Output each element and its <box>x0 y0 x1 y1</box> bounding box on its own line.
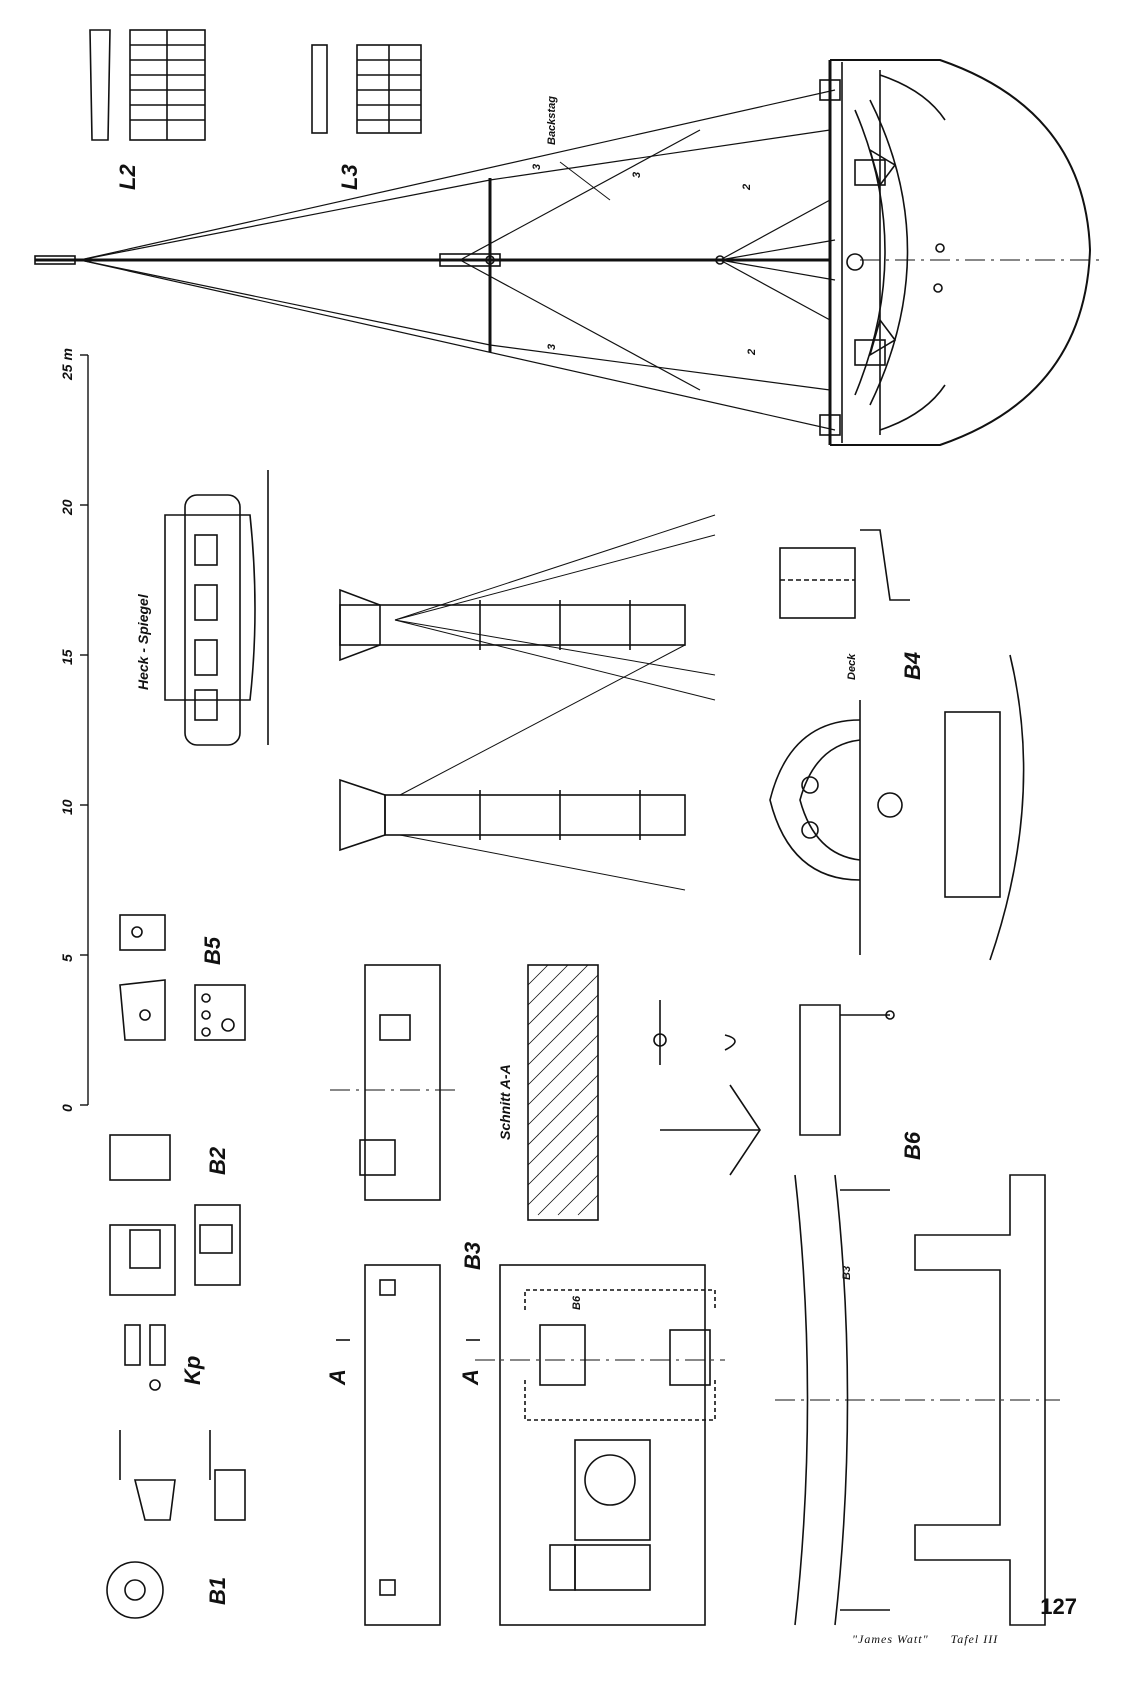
stay-3-top-label: 3 <box>531 164 543 170</box>
heck-spiegel-label: Heck - Spiegel <box>135 593 151 690</box>
caption-plate: Tafel III <box>950 1632 999 1646</box>
b6-profile <box>775 1004 905 1626</box>
l3-detail <box>311 44 422 134</box>
b1-details <box>106 1430 246 1619</box>
page-caption: "James Watt" Tafel III <box>852 1632 1016 1647</box>
b6-plan <box>905 1174 1060 1626</box>
b3-inner-label: B3 <box>841 1266 853 1280</box>
l2-label: L2 <box>115 164 140 190</box>
page-number: 127 <box>1040 1594 1077 1619</box>
b2-label: B2 <box>205 1146 230 1175</box>
b4-paddle-box <box>769 529 1025 961</box>
scale-tick-15: 15 <box>59 649 75 665</box>
kp-details <box>124 1324 166 1391</box>
hull-deck-plan <box>819 59 1100 446</box>
b5-details <box>119 914 246 1041</box>
stay-2-bottom-label: 2 <box>746 349 758 356</box>
mast-upper <box>339 514 716 701</box>
scale-bar <box>80 354 89 1106</box>
b6-deck-plan <box>475 1264 725 1626</box>
backstag-label: Backstag <box>546 96 558 145</box>
schnitt-label: Schnitt A-A <box>497 1064 513 1140</box>
b1-label: B1 <box>205 1577 230 1605</box>
scale-tick-0: 0 <box>59 1104 75 1112</box>
b2-details <box>109 1134 241 1296</box>
caption-title: "James Watt" <box>852 1632 929 1646</box>
mast-lower <box>339 644 686 891</box>
scale-tick-20: 20 <box>59 499 75 516</box>
scale-unit-label: 25 m <box>59 348 75 381</box>
stay-3-mid-label: 3 <box>631 172 643 178</box>
b4-label: B4 <box>900 652 925 680</box>
stern-transom <box>164 470 269 746</box>
stay-3-bottom-label: 3 <box>546 344 558 350</box>
deck-label: Deck <box>846 653 858 680</box>
b6-label: B6 <box>900 1131 925 1160</box>
section-a-top-label: A <box>325 1369 350 1386</box>
b5-label: B5 <box>200 936 225 965</box>
kp-label: Kp <box>180 1356 205 1385</box>
anchor-details <box>653 1000 761 1176</box>
b3-label: B3 <box>460 1242 485 1270</box>
b3-deckhouse <box>330 964 480 1626</box>
section-a-bottom-label: A <box>458 1369 483 1386</box>
schnitt-a-a-section <box>527 964 599 1221</box>
bowsprit <box>34 178 830 352</box>
l3-label: L3 <box>337 164 362 190</box>
rigging-stays <box>79 89 836 431</box>
l2-detail <box>89 29 206 141</box>
b6-inner-label: B6 <box>571 1295 583 1310</box>
stay-2-top-label: 2 <box>741 184 753 191</box>
scale-tick-5: 5 <box>59 954 75 962</box>
scale-tick-10: 10 <box>59 799 75 815</box>
